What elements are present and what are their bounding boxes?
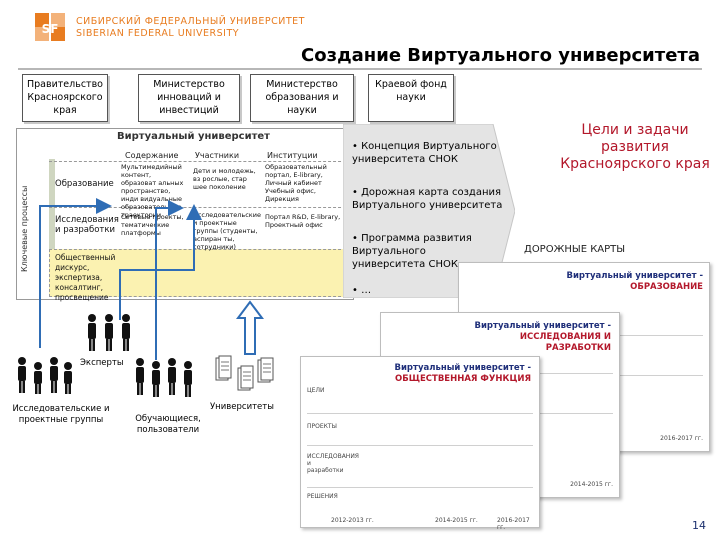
slide-title: Создание Виртуального университета <box>301 45 700 66</box>
students-group-icon <box>136 358 192 397</box>
page-number: 14 <box>692 519 706 532</box>
stakeholder-innovation-ministry: Министерство инноваций и инвестиций <box>138 74 240 122</box>
doc-public-period-2: 2014-2015 гг. <box>435 517 478 524</box>
cell-education-content: Мультимедийный контент, образоват альных… <box>121 163 184 219</box>
stakeholder-science-fund: Краевой фонд науки <box>368 74 454 122</box>
vu-panel-title: Виртуальный университет <box>117 131 270 142</box>
students-label: Обучающиеся, пользователи <box>135 414 201 435</box>
svg-text:SF: SF <box>42 22 59 36</box>
row-label-education: Образование <box>55 179 114 189</box>
doc-public-title-text: Виртуальный университет - <box>394 363 532 373</box>
doc-row-line <box>307 487 533 488</box>
universities-label: Университеты <box>210 402 274 412</box>
roadmap-doc-public: Виртуальный университет - ОБЩЕСТВЕННАЯ Ф… <box>300 356 540 531</box>
doc-public-period-1: 2012-2013 гг. <box>331 517 374 524</box>
doc-research-title-text: Виртуальный университет - <box>474 321 612 331</box>
row-divider <box>49 161 351 162</box>
column-content: Содержание <box>125 151 179 160</box>
doc-research-period: 2014-2015 гг. <box>570 481 613 488</box>
key-processes-label: Ключевые процессы <box>20 185 29 273</box>
sfu-logo-icon: SF <box>35 13 65 41</box>
logo-text-ru: СИБИРСКИЙ ФЕДЕРАЛЬНЫЙ УНИВЕРСИТЕТ <box>76 16 305 27</box>
bullet-3: • Программа развития Виртуального универ… <box>352 233 472 270</box>
research-groups-icon <box>18 357 72 394</box>
doc-public-row-research: ИССЛЕДОВАНИЯ и разработки <box>307 453 359 474</box>
bullet-1-text: Концепция Виртуального университета СНОК <box>352 141 497 165</box>
doc-research-subtitle: ИССЛЕДОВАНИЯ И РАЗРАБОТКИ <box>519 332 611 353</box>
bullet-4-text: … <box>361 285 372 296</box>
stakeholder-government: Правительство Красноярского края <box>22 74 108 122</box>
doc-education-title-text: Виртуальный университет - <box>566 271 704 281</box>
cell-education-participants: Дети и молодежь, вз рослые, стар шее пок… <box>193 167 256 191</box>
doc-public-subtitle: ОБЩЕСТВЕННАЯ ФУНКЦИЯ <box>395 374 531 384</box>
doc-education-subtitle: ОБРАЗОВАНИЕ <box>630 282 703 292</box>
cell-research-content: Сетевые проекты, тематические платформы <box>121 213 184 237</box>
virtual-university-panel: Виртуальный университет Ключевые процесс… <box>16 128 354 302</box>
bullet-3-text: Программа развития Виртуального универси… <box>352 233 472 270</box>
doc-row-line <box>307 413 533 414</box>
experts-label: Эксперты <box>80 358 124 368</box>
bullet-2-text: Дорожная карта создания Виртуального уни… <box>352 187 503 211</box>
title-divider <box>18 68 702 70</box>
roadmaps-label: ДОРОЖНЫЕ КАРТЫ <box>524 244 626 255</box>
bullet-4: • … <box>352 285 372 296</box>
goals-text: Цели и задачи развития Красноярского кра… <box>560 122 710 172</box>
doc-public-period-3: 2016-2017 гг. <box>497 517 530 531</box>
column-participants: Участники <box>195 151 240 160</box>
cell-research-participants: Исследовательские и проектные группы (ст… <box>193 211 261 251</box>
doc-row-line <box>307 445 533 446</box>
bullet-1: • Концепция Виртуального университета СН… <box>352 141 497 165</box>
cell-education-institutions: Образовательный портал, E-library, Личны… <box>265 163 327 203</box>
process-strip <box>49 159 55 249</box>
doc-education-period: 2016-2017 гг. <box>660 435 703 442</box>
experts-group-icon <box>88 314 130 351</box>
bullet-2: • Дорожная карта создания Виртуального у… <box>352 187 503 211</box>
column-institutions: Институции <box>267 151 318 160</box>
doc-public-row-projects: ПРОЕКТЫ <box>307 423 337 430</box>
doc-public-title: Виртуальный университет - ОБЩЕСТВЕННАЯ Ф… <box>375 363 532 385</box>
doc-public-row-decisions: РЕШЕНИЯ <box>307 493 338 500</box>
universities-icon <box>215 355 274 391</box>
doc-public-row-goals: ЦЕЛИ <box>307 387 325 394</box>
logo-text-en: SIBERIAN FEDERAL UNIVERSITY <box>76 28 240 39</box>
doc-research-title: Виртуальный университет - ИССЛЕДОВАНИЯ И… <box>461 321 612 354</box>
research-groups-label: Исследовательские и проектные группы <box>12 404 110 425</box>
up-arrow <box>236 300 264 355</box>
stakeholder-education-ministry: Министерство образования и науки <box>250 74 354 122</box>
bullet-arrow-shape <box>343 124 515 298</box>
doc-education-title: Виртуальный университет - ОБРАЗОВАНИЕ <box>563 271 704 293</box>
row-divider <box>49 207 351 208</box>
cell-research-institutions: Портал R&D, E-library, Проектный офис <box>265 213 341 229</box>
row-label-public: Общественный дискурс, экспертиза, консал… <box>55 253 116 302</box>
row-label-research: Исследования и разработки <box>55 215 119 235</box>
